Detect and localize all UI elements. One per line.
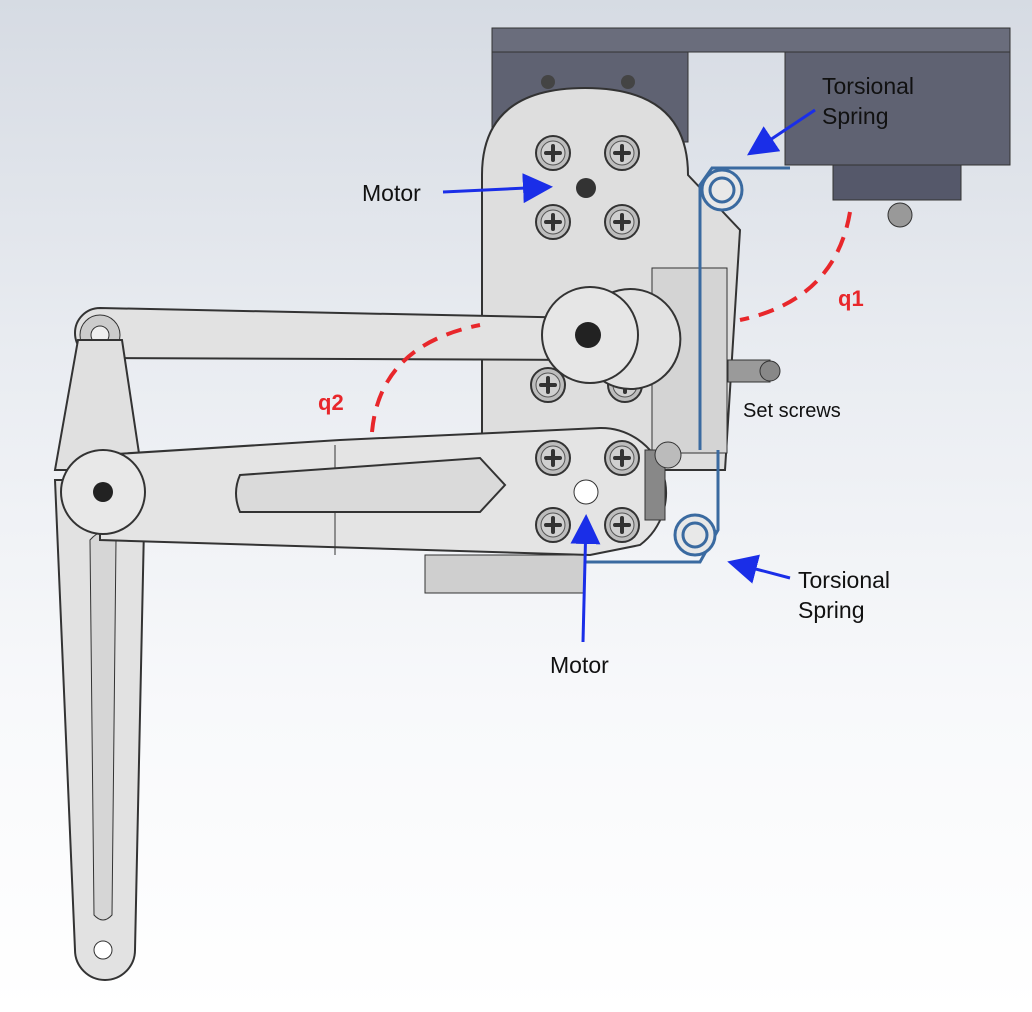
torsional-spring-top-shape [698, 166, 790, 450]
label-line: Spring [822, 103, 889, 129]
leg [53, 339, 147, 981]
arrow-torsional-spring-bottom [727, 554, 791, 584]
label-line: Torsional [798, 567, 891, 593]
upper-link [74, 286, 682, 390]
q2-angle-arc [370, 323, 481, 433]
lower-arm [60, 426, 682, 557]
q1-angle-arc [739, 211, 852, 322]
label-torsional-spring-bottom: Torsional Spring [798, 565, 890, 625]
label-motor-bottom: Motor [550, 652, 609, 678]
torsional-spring-bottom-shape [585, 450, 720, 564]
label-motor-top: Motor [362, 180, 421, 206]
label-line: Torsional [822, 73, 915, 99]
arrow-torsional-spring-top [747, 108, 816, 156]
label-q1: q1 [838, 286, 864, 311]
annotation-arrows [442, 108, 816, 643]
arrow-motor-top [442, 173, 553, 204]
label-torsional-spring-top: Torsional Spring [822, 71, 914, 131]
set-screws-shape [727, 359, 781, 383]
arrow-motor-bottom [570, 514, 601, 643]
label-set-screws: Set screws [743, 400, 841, 422]
label-line: Spring [798, 597, 865, 623]
label-q2: q2 [318, 390, 344, 415]
